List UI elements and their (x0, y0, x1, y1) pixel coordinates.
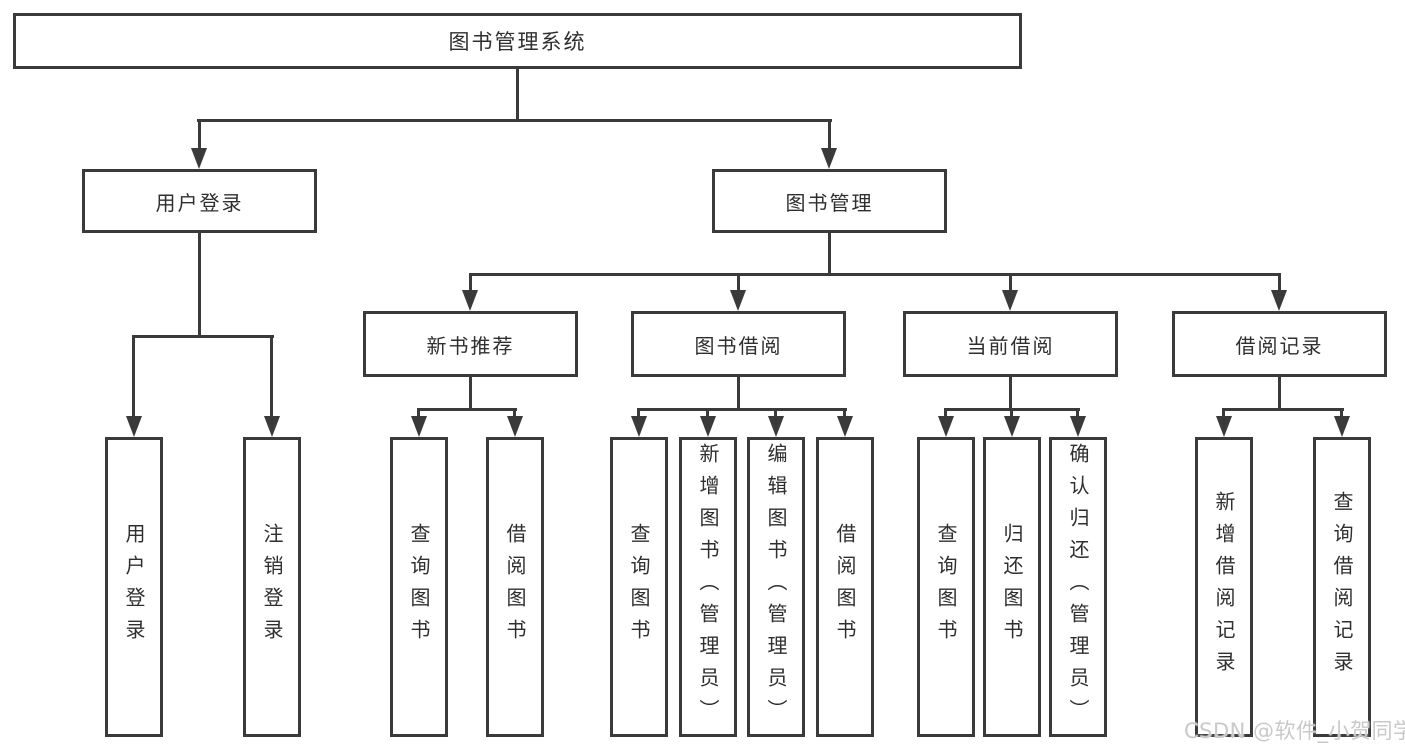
leaf-borrow-books-2: 借阅图书 (816, 437, 874, 737)
edge-user-login-hline (133, 335, 274, 338)
edge-book-management-stub (828, 233, 831, 275)
leaf-confirm-return-admin: 确认归还（管理员） (1049, 437, 1107, 737)
edge-stem-new-book (469, 273, 472, 292)
node-label: 图书管理 (785, 190, 874, 215)
node-book-borrowing: 图书借阅 (631, 311, 846, 377)
node-label: 用户登录 (122, 523, 146, 651)
leaf-add-borrow-record: 新增借阅记录 (1195, 437, 1253, 737)
arrowhead-logout-leaf (264, 416, 280, 437)
edge-stem-leaf (417, 408, 420, 418)
edge-stem-user-login (198, 119, 201, 150)
edge-new-book-hline (417, 408, 517, 411)
arrowhead-leaf (837, 416, 853, 437)
edge-stem-book-borrow (737, 273, 740, 292)
node-current-borrowing: 当前借阅 (903, 311, 1118, 377)
arrowhead-borrow-records (1271, 290, 1287, 311)
arrowhead-current-borrow (1002, 290, 1018, 311)
arrowhead-leaf (700, 416, 716, 437)
edge-level3-hline (469, 273, 1281, 276)
arrowhead-leaf (938, 416, 954, 437)
edge-stem-borrow-records (1278, 273, 1281, 292)
arrowhead-new-book (462, 290, 478, 311)
node-label: 新增借阅记录 (1212, 491, 1236, 683)
edge-stem-leaf (1222, 408, 1225, 418)
edge-borrow-records-stub (1278, 377, 1281, 410)
edge-borrow-records-hline (1222, 408, 1344, 411)
edge-stem-leaf (706, 408, 709, 418)
leaf-return-books: 归还图书 (983, 437, 1041, 737)
edge-stem-logout-leaf (270, 335, 273, 417)
edge-level2-hline (197, 119, 832, 122)
arrowhead-login-leaf (126, 416, 142, 437)
node-label: 归还图书 (1000, 523, 1024, 651)
arrowhead-leaf (768, 416, 784, 437)
arrowhead-leaf (1334, 416, 1350, 437)
node-label: 查询图书 (627, 523, 651, 651)
edge-stem-leaf (637, 408, 640, 418)
node-label: 新增图书（管理员） (696, 443, 720, 731)
edge-stem-book-management (828, 119, 831, 150)
arrowhead-leaf (1216, 416, 1232, 437)
node-label: 当前借阅 (966, 333, 1055, 358)
arrowhead-leaf (507, 416, 523, 437)
leaf-query-borrow-record: 查询借阅记录 (1313, 437, 1371, 737)
edge-stem-leaf (944, 408, 947, 418)
node-label: 用户登录 (155, 190, 244, 215)
edge-new-book-stub (469, 377, 472, 410)
edge-stem-leaf (843, 408, 846, 418)
leaf-query-books-2: 查询图书 (610, 437, 668, 737)
node-label: 图书借阅 (694, 333, 783, 358)
node-label: 借阅图书 (503, 523, 527, 651)
leaf-user-login: 用户登录 (105, 437, 163, 737)
arrowhead-book-borrow (730, 290, 746, 311)
edge-stem-leaf (513, 408, 516, 418)
edge-book-borrow-hline (637, 408, 847, 411)
leaf-query-books-3: 查询图书 (917, 437, 975, 737)
edge-book-borrow-stub (737, 377, 740, 410)
edge-user-login-stub (198, 233, 201, 337)
edge-stem-leaf (774, 408, 777, 418)
node-new-book-recommend: 新书推荐 (363, 311, 578, 377)
arrowhead-user-login (191, 148, 207, 169)
arrowhead-leaf (411, 416, 427, 437)
node-label: 借阅图书 (833, 523, 857, 651)
node-label: 注销登录 (260, 523, 284, 651)
edge-current-borrow-stub (1009, 377, 1012, 410)
arrowhead-leaf (631, 416, 647, 437)
node-library-management-system: 图书管理系统 (13, 13, 1022, 69)
node-label: 新书推荐 (426, 333, 515, 358)
node-label: 借阅记录 (1235, 333, 1324, 358)
leaf-query-books-1: 查询图书 (390, 437, 448, 737)
arrowhead-book-management (821, 148, 837, 169)
node-label: 查询图书 (407, 523, 431, 651)
node-label: 查询图书 (934, 523, 958, 651)
arrowhead-leaf (1070, 416, 1086, 437)
node-label: 查询借阅记录 (1330, 491, 1354, 683)
edge-stem-leaf (1076, 408, 1079, 418)
edge-stem-leaf (1340, 408, 1343, 418)
node-label: 图书管理系统 (448, 30, 587, 54)
edge-stem-current-borrow (1009, 273, 1012, 292)
node-borrowing-records: 借阅记录 (1172, 311, 1387, 377)
csdn-watermark: CSDN @软件_小贺同学 (1184, 719, 1405, 743)
node-user-login: 用户登录 (82, 169, 317, 233)
edge-stem-login-leaf (132, 335, 135, 417)
leaf-borrow-books-1: 借阅图书 (486, 437, 544, 737)
node-label: 编辑图书（管理员） (764, 443, 788, 731)
edge-stem-leaf (1010, 408, 1013, 418)
leaf-logout: 注销登录 (243, 437, 301, 737)
leaf-add-books-admin: 新增图书（管理员） (679, 437, 737, 737)
node-book-management: 图书管理 (712, 169, 947, 233)
arrowhead-leaf (1004, 416, 1020, 437)
node-label: 确认归还（管理员） (1066, 443, 1090, 731)
leaf-edit-books-admin: 编辑图书（管理员） (747, 437, 805, 737)
edge-root-stub (516, 69, 519, 121)
